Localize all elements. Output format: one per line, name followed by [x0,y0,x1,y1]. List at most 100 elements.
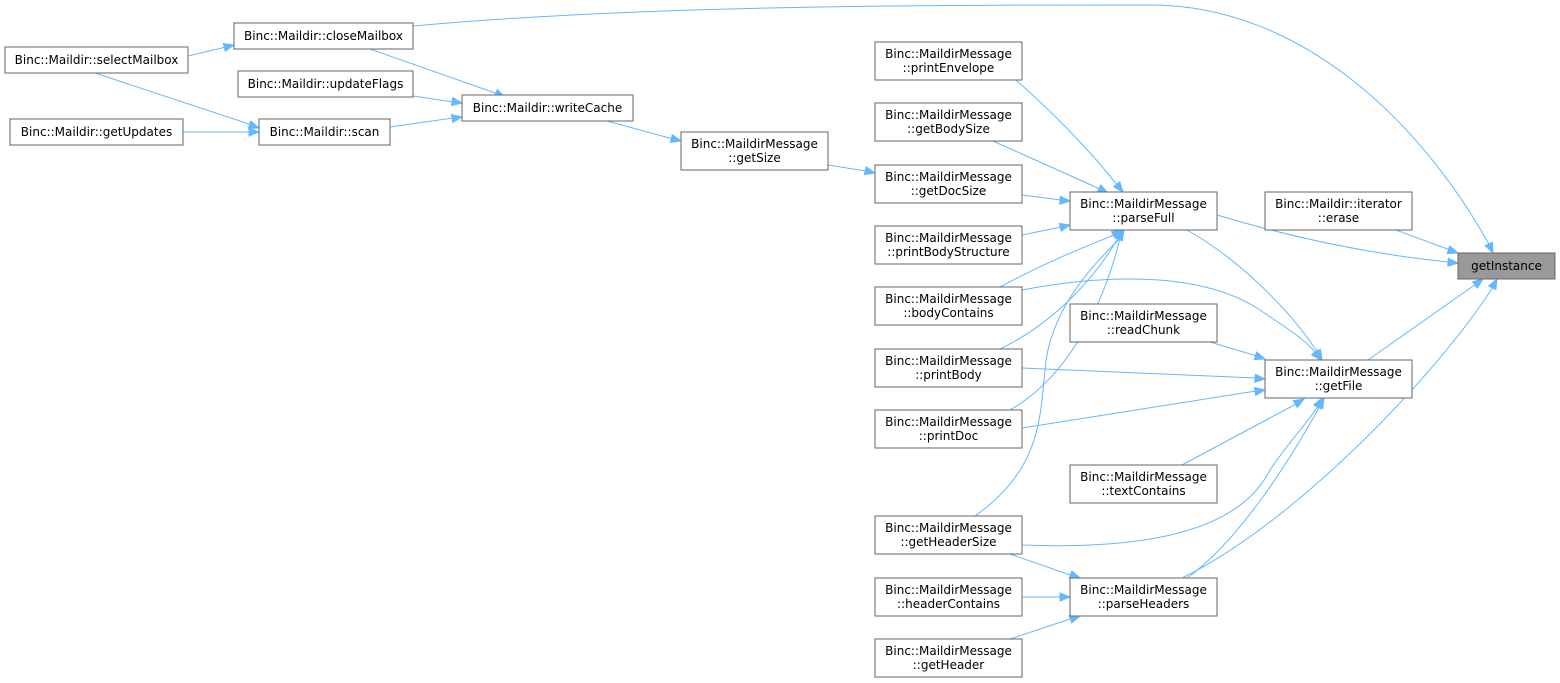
node-label: ::textContains [1101,484,1185,498]
node-label: Binc::MaildirMessage [885,170,1012,184]
node-getUpdates[interactable]: Binc::Maildir::getUpdates [9,118,184,146]
node-closeMailbox[interactable]: Binc::Maildir::closeMailbox [233,22,414,50]
node-box [9,118,184,146]
edge-readChunk-to-getFile [1209,341,1267,361]
arrowhead [1059,592,1072,602]
node-label: ::readChunk [1107,323,1180,337]
edge-line [1367,283,1477,361]
node-getHeaderSize[interactable]: Binc::MaildirMessage::getHeaderSize [874,515,1023,555]
node-box [1069,577,1218,617]
arrowhead [863,166,877,176]
node-selectMailbox[interactable]: Binc::Maildir::selectMailbox [4,46,189,74]
node-label: Binc::MaildirMessage [885,354,1012,368]
node-getDocSize[interactable]: Binc::MaildirMessage::getDocSize [874,164,1023,204]
node-printEnvelope[interactable]: Binc::MaildirMessage::printEnvelope [874,41,1023,81]
node-parseFull[interactable]: Binc::MaildirMessage::parseFull [1069,191,1218,231]
node-label: ::getBodySize [907,122,990,136]
edge-textContains-to-getFile [1181,398,1306,466]
edges-layer [94,4,1498,640]
arrowhead [1114,228,1125,242]
node-label: ::headerContains [897,597,1000,611]
node-writeCache[interactable]: Binc::Maildir::writeCache [461,94,634,122]
node-label: ::erase [1318,211,1359,225]
edge-line [1021,226,1062,236]
edge-updateFlags-to-writeCache [412,95,464,107]
node-scan[interactable]: Binc::Maildir::scan [258,118,391,146]
arrowhead [1068,570,1082,580]
node-label: ::getHeader [913,658,985,672]
node-printBody[interactable]: Binc::MaildirMessage::printBody [874,348,1023,388]
edge-getHeaderSize-to-parseHeaders [1009,553,1082,580]
node-label: ::printBodyStructure [887,245,1009,259]
node-getFile[interactable]: Binc::MaildirMessage::getFile [1264,359,1413,399]
edge-line [1186,405,1321,579]
edge-printDoc-to-getFile [1021,386,1267,429]
node-label: Binc::MaildirMessage [885,521,1012,535]
node-label: ::parseFull [1112,211,1174,225]
node-box [1069,303,1218,343]
arrowhead [1484,241,1494,255]
node-box [237,70,414,98]
edge-line [1186,229,1319,354]
node-box [874,515,1023,555]
node-printDoc[interactable]: Binc::MaildirMessage::printDoc [874,409,1023,449]
node-headerContains[interactable]: Binc::MaildirMessage::headerContains [874,577,1023,617]
node-label: Binc::MaildirMessage [885,108,1012,122]
node-box [874,225,1023,265]
arrowhead [1058,222,1072,232]
node-label: ::getSize [728,151,780,165]
edge-headerContains-to-parseHeaders [1022,592,1072,602]
arrowhead [1254,373,1267,383]
arrowhead [1447,257,1460,267]
node-box [461,94,634,122]
edge-line [94,72,253,126]
node-updateFlags[interactable]: Binc::Maildir::updateFlags [237,70,414,98]
edge-line [974,237,1121,517]
edge-line [827,164,867,172]
node-getHeader[interactable]: Binc::MaildirMessage::getHeader [874,638,1023,678]
node-label: ::printDoc [919,429,978,443]
edge-bodyContains-to-getFile [1021,278,1322,362]
node-label: Binc::MaildirMessage [1080,583,1207,597]
edge-line [1021,390,1257,429]
edge-writeCache-to-getSize [606,120,683,144]
node-label: Binc::MaildirMessage [885,231,1012,245]
node-label: ::bodyContains [903,306,993,320]
node-box [874,164,1023,204]
node-box [874,348,1023,388]
edge-getDocSize-to-parseFull [1021,194,1072,205]
node-getInstance[interactable]: getInstance [1457,252,1556,280]
arrowhead [248,127,261,137]
edge-line [1181,286,1494,579]
node-label: Binc::MaildirMessage [1080,309,1207,323]
node-box [874,638,1023,678]
node-parseHeaders[interactable]: Binc::MaildirMessage::parseHeaders [1069,577,1218,617]
node-readChunk[interactable]: Binc::MaildirMessage::readChunk [1069,303,1218,343]
edge-line [1009,553,1074,577]
edge-line [992,140,1101,190]
node-label: Binc::MaildirMessage [1080,470,1207,484]
edge-iteratorErase-to-getInstance [1395,229,1460,255]
edge-printEnvelope-to-parseFull [1015,79,1124,194]
node-printBodyStructure[interactable]: Binc::MaildirMessage::printBodyStructure [874,225,1023,265]
edge-getFile-to-getInstance [1367,278,1485,361]
node-label: Binc::Maildir::updateFlags [248,77,404,91]
node-iteratorErase[interactable]: Binc::Maildir::iterator::erase [1264,191,1413,231]
arrowhead [450,96,464,107]
node-getSize[interactable]: Binc::MaildirMessage::getSize [680,131,829,171]
node-textContains[interactable]: Binc::MaildirMessage::textContains [1069,464,1218,504]
edge-parseFull-to-getInstance [1216,214,1460,267]
arrowhead [1253,351,1267,361]
node-getBodySize[interactable]: Binc::MaildirMessage::getBodySize [874,102,1023,142]
edge-getHeader-to-parseHeaders [1009,614,1082,640]
node-label: Binc::MaildirMessage [1080,197,1207,211]
arrowhead [1292,398,1306,409]
node-label: ::getFile [1315,379,1363,393]
node-label: Binc::Maildir::scan [270,125,380,139]
edge-getHeaderSize-to-parseFull [974,228,1125,517]
node-box [233,22,414,50]
arrowhead [669,133,683,144]
node-box [4,46,189,74]
node-bodyContains[interactable]: Binc::MaildirMessage::bodyContains [874,286,1023,326]
node-box [680,131,829,171]
